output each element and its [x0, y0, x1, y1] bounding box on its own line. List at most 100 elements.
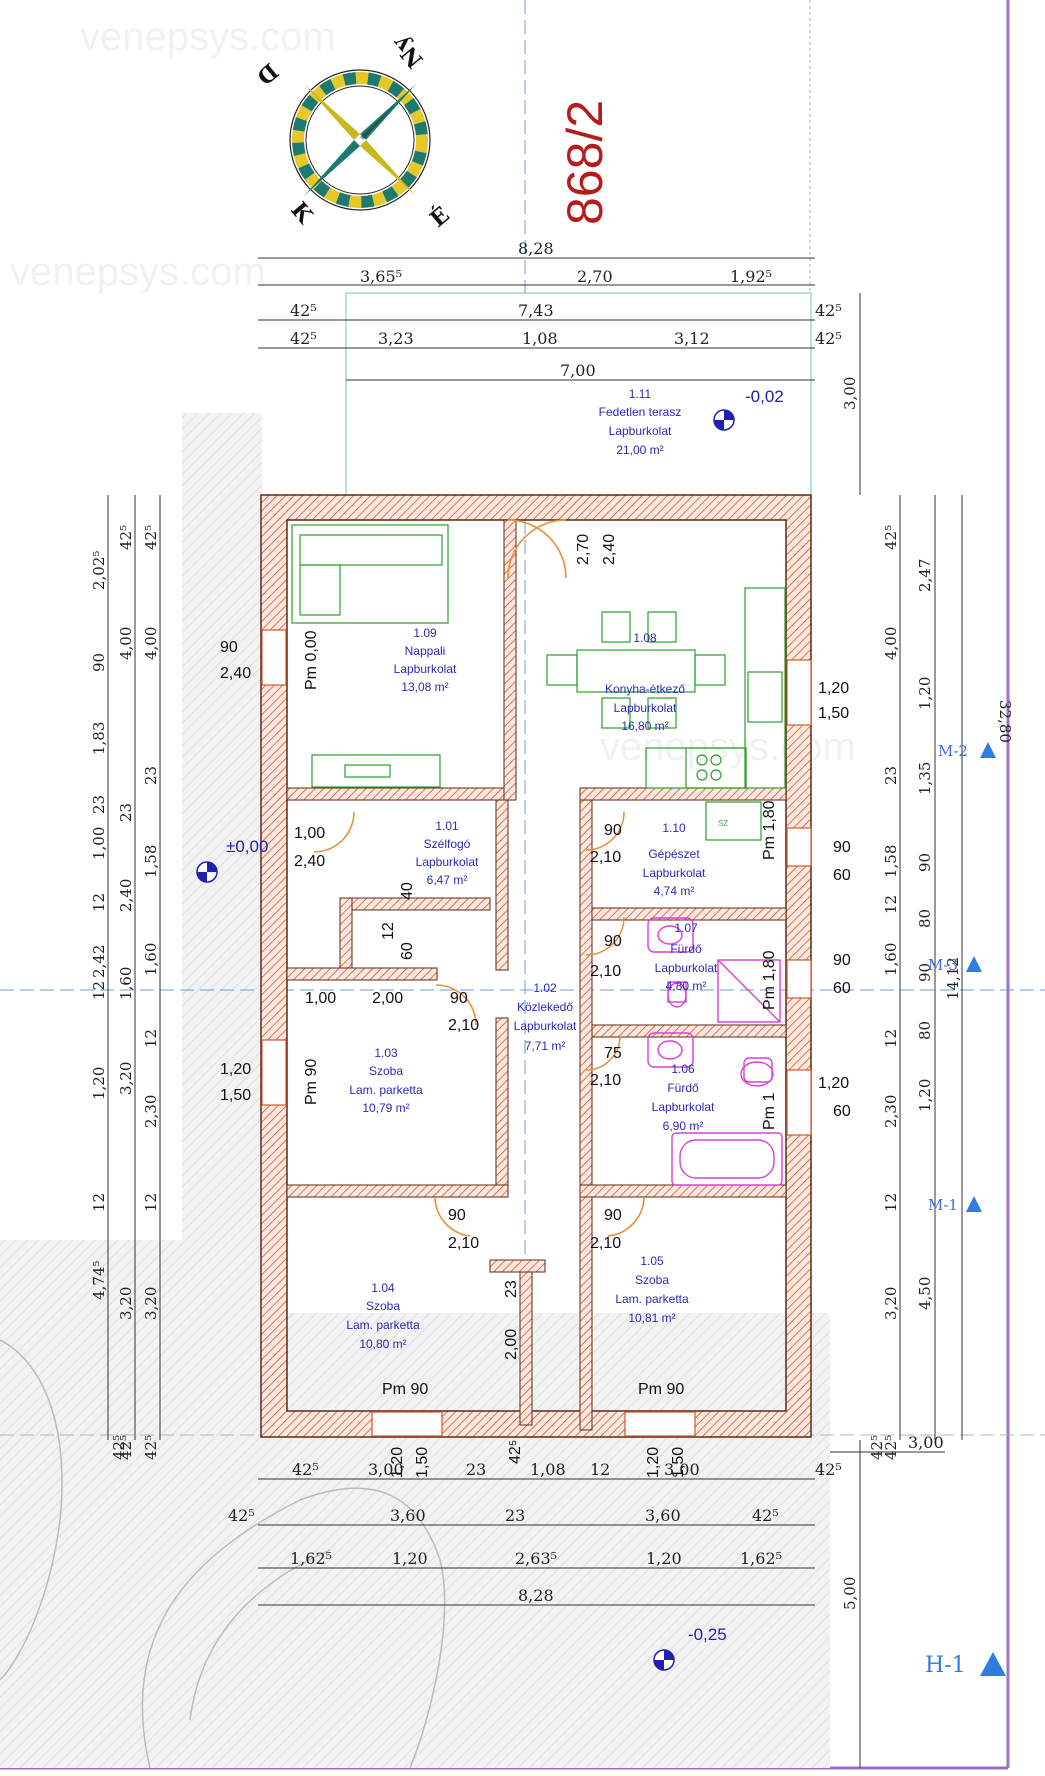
- svg-text:1.05: 1.05: [640, 1254, 664, 1268]
- svg-text:2,40: 2,40: [294, 853, 325, 870]
- svg-text:4,80 m²: 4,80 m²: [666, 979, 707, 993]
- svg-text:Szélfogó: Szélfogó: [424, 837, 471, 851]
- svg-text:23: 23: [117, 803, 135, 822]
- svg-text:1.11: 1.11: [629, 387, 652, 401]
- svg-text:1,58: 1,58: [142, 845, 160, 878]
- svg-text:90: 90: [604, 933, 622, 950]
- paving-area: [0, 1313, 830, 1768]
- dim-bottom-row3: 1,62⁵: [290, 1549, 332, 1568]
- svg-text:23: 23: [90, 795, 108, 814]
- svg-text:Lam. parketta: Lam. parketta: [349, 1083, 423, 1097]
- svg-text:23: 23: [503, 1280, 520, 1298]
- svg-text:Szoba: Szoba: [635, 1273, 669, 1287]
- svg-text:60: 60: [833, 867, 851, 884]
- dim-bottom-row2: 3,60: [645, 1506, 681, 1525]
- svg-text:12: 12: [142, 1193, 160, 1212]
- svg-text:-0,25: -0,25: [688, 1625, 727, 1644]
- svg-text:Lapburkolat: Lapburkolat: [514, 1019, 577, 1033]
- svg-text:1,20: 1,20: [220, 1061, 251, 1078]
- svg-text:1.07: 1.07: [674, 921, 698, 935]
- svg-text:±0,00: ±0,00: [226, 837, 268, 856]
- inner-walls: [286, 519, 787, 1431]
- dim-top-row3: 42⁵: [815, 329, 842, 348]
- svg-text:1.01: 1.01: [435, 819, 459, 833]
- svg-text:Fürdő: Fürdő: [667, 1081, 699, 1095]
- svg-text:Fedetlen terasz: Fedetlen terasz: [599, 405, 682, 419]
- furniture: [291, 524, 786, 841]
- svg-text:1.03: 1.03: [374, 1046, 398, 1060]
- svg-text:1,20: 1,20: [818, 680, 849, 697]
- svg-text:2,00: 2,00: [503, 1329, 520, 1360]
- svg-text:12: 12: [90, 981, 108, 1000]
- svg-text:2,47: 2,47: [916, 559, 934, 592]
- svg-text:H-1: H-1: [925, 1653, 966, 1678]
- svg-text:1,20: 1,20: [916, 1079, 934, 1112]
- sanitary: [647, 917, 783, 1186]
- svg-text:23: 23: [882, 766, 900, 785]
- room-label-1-06: 1.06 Fürdő Lapburkolat 6,90 m²: [652, 1062, 715, 1133]
- svg-text:4,00: 4,00: [882, 627, 900, 660]
- svg-text:Közlekedő: Közlekedő: [517, 1000, 573, 1014]
- svg-text:Pm 1,80: Pm 1,80: [761, 950, 778, 1010]
- svg-text:90: 90: [916, 853, 934, 872]
- svg-text:90: 90: [450, 990, 468, 1007]
- room-label-1-08: 1.08 Konyha-étkező Lapburkolat 16,80 m²: [605, 631, 685, 733]
- svg-text:2,10: 2,10: [590, 1072, 621, 1089]
- svg-text:90: 90: [604, 822, 622, 839]
- dim-terrace-depth: 3,00: [841, 377, 859, 410]
- dimension-lines: [107, 257, 963, 1768]
- svg-text:90: 90: [448, 1207, 466, 1224]
- svg-text:12: 12: [380, 922, 397, 940]
- watermark: venepsys.com: [80, 15, 336, 59]
- svg-text:75: 75: [604, 1045, 622, 1062]
- section-markers: M-2 M-3 M-1 H-1: [925, 742, 1006, 1678]
- level-markers: -0,02 ±0,00 -0,25: [196, 387, 784, 1671]
- svg-text:M-2: M-2: [938, 742, 968, 760]
- svg-text:42⁵: 42⁵: [882, 1435, 900, 1460]
- dim-bottom-row1: 3,00: [664, 1460, 700, 1479]
- svg-text:3,20: 3,20: [117, 1062, 135, 1095]
- room-label-1-11: 1.11 Fedetlen terasz Lapburkolat 21,00 m…: [599, 387, 682, 457]
- svg-text:80: 80: [916, 1021, 934, 1040]
- dim-bottom-thick: 42⁵: [868, 1435, 886, 1460]
- svg-text:Lapburkolat: Lapburkolat: [652, 1100, 715, 1114]
- dim-bottom-row2: 42⁵: [228, 1506, 255, 1525]
- svg-text:-0,02: -0,02: [745, 387, 784, 406]
- svg-text:Lapburkolat: Lapburkolat: [614, 701, 677, 715]
- svg-text:1,60: 1,60: [117, 967, 135, 1000]
- svg-text:Lam. parketta: Lam. parketta: [346, 1318, 420, 1332]
- svg-text:42⁵: 42⁵: [142, 525, 160, 550]
- svg-text:80: 80: [916, 909, 934, 928]
- svg-text:2,30: 2,30: [142, 1095, 160, 1128]
- dim-top-row1: 3,65⁵: [360, 267, 402, 286]
- room-label-1-10: 1.10 Gépészet Lapburkolat 4,74 m²: [643, 821, 706, 898]
- svg-text:23: 23: [142, 766, 160, 785]
- dim-bottom-total: 8,28: [518, 1586, 554, 1605]
- svg-text:1,20: 1,20: [389, 1447, 406, 1478]
- svg-text:1,00: 1,00: [305, 990, 336, 1007]
- plot-number: 868/2: [557, 100, 613, 225]
- compass-rose: [289, 69, 431, 211]
- dim-bottom-row3: 1,20: [646, 1549, 682, 1568]
- svg-text:Szoba: Szoba: [366, 1299, 400, 1313]
- dim-bottom-depth: 5,00: [841, 1577, 859, 1610]
- dim-bottom-row3: 1,20: [392, 1549, 428, 1568]
- room-label-1-01: 1.01 Szélfogó Lapburkolat 6,47 m²: [416, 819, 479, 887]
- svg-text:2,10: 2,10: [590, 1235, 621, 1252]
- svg-text:2,10: 2,10: [590, 849, 621, 866]
- terrace: [345, 292, 812, 496]
- room-label-1-03: 1.03 Szoba Lam. parketta 10,79 m²: [349, 1046, 423, 1115]
- svg-text:1,83: 1,83: [90, 722, 108, 755]
- svg-text:M-3: M-3: [928, 956, 958, 974]
- svg-text:12: 12: [90, 1193, 108, 1212]
- svg-text:6,90 m²: 6,90 m²: [663, 1119, 704, 1133]
- dim-bottom-side: 3,00: [908, 1433, 944, 1452]
- svg-text:4,00: 4,00: [117, 627, 135, 660]
- svg-text:12: 12: [142, 1029, 160, 1048]
- dim-top-total: 8,28: [518, 239, 554, 258]
- svg-text:21,00 m²: 21,00 m²: [616, 443, 663, 457]
- svg-text:2,00: 2,00: [372, 990, 403, 1007]
- svg-text:90: 90: [916, 963, 934, 982]
- dim-bottom-row1: 12: [590, 1460, 610, 1479]
- svg-text:12: 12: [882, 1193, 900, 1212]
